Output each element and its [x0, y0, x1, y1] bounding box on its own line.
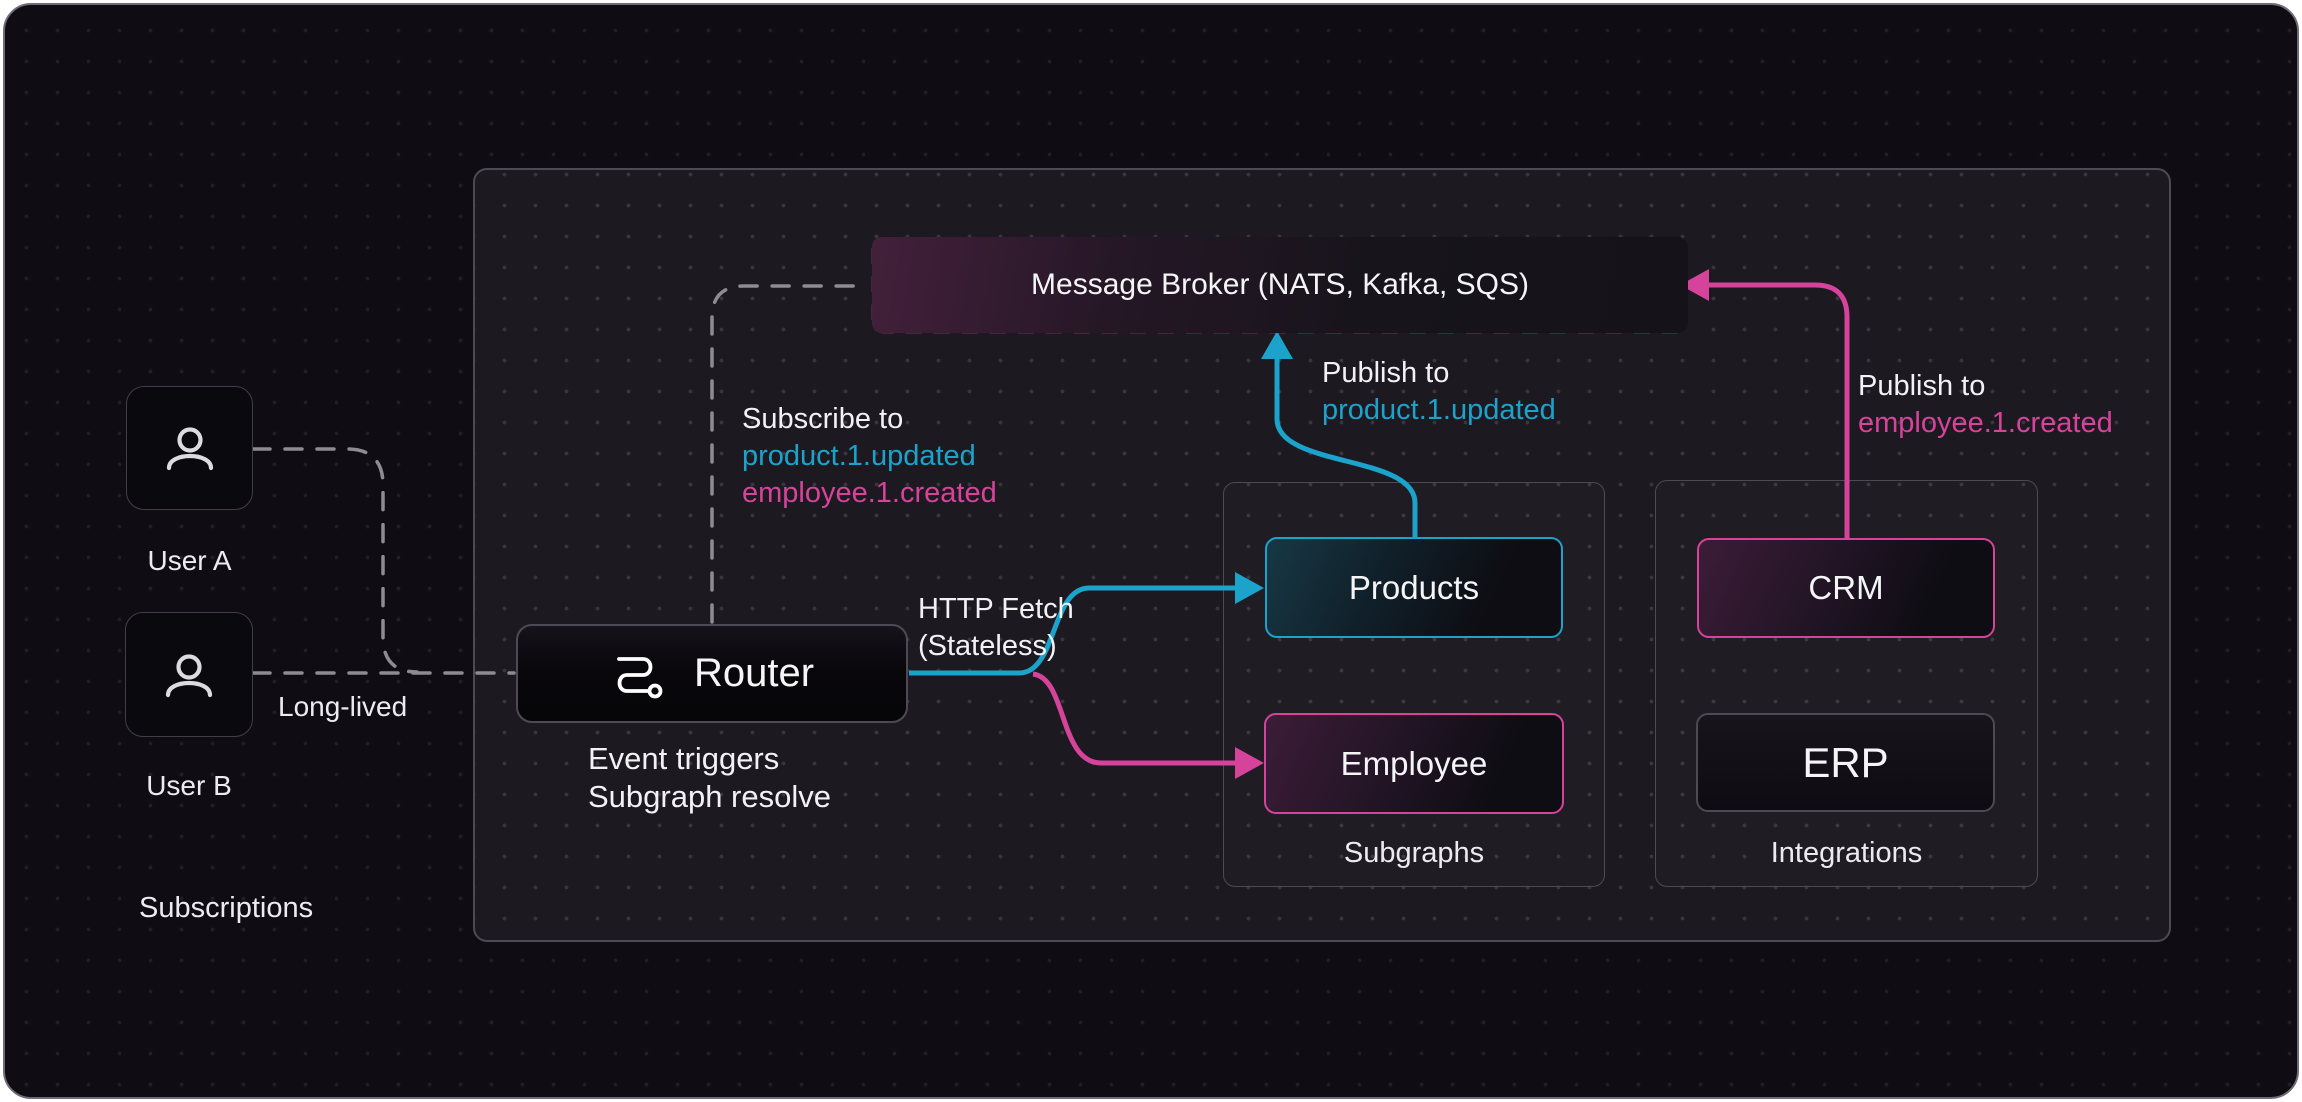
- crm-node: CRM: [1697, 538, 1995, 638]
- publish-employee-line2: employee.1.created: [1858, 407, 2113, 439]
- user-a-node: [126, 386, 253, 510]
- user-b-node: [125, 612, 253, 737]
- http-fetch-line1: HTTP Fetch: [918, 593, 1074, 625]
- integrations-title: Integrations: [1770, 837, 1923, 869]
- subscribe-annotation: Subscribe to product.1.updated employee.…: [742, 401, 997, 512]
- subscribe-line1: Subscribe to: [742, 403, 904, 435]
- employee-node: Employee: [1264, 713, 1564, 814]
- message-broker-node: Message Broker (NATS, Kafka, SQS): [872, 237, 1688, 333]
- route-icon: [610, 648, 666, 700]
- publish-product-line2: product.1.updated: [1322, 394, 1556, 426]
- products-label: Products: [1348, 568, 1480, 606]
- crm-label: CRM: [1808, 569, 1884, 606]
- subscribe-line3: employee.1.created: [742, 477, 997, 509]
- subscribe-line2: product.1.updated: [742, 440, 976, 472]
- products-node: Products: [1265, 537, 1563, 638]
- publish-product-line1: Publish to: [1322, 357, 1450, 389]
- long-lived-label: Long-lived: [278, 691, 408, 722]
- employee-label: Employee: [1340, 744, 1488, 782]
- router-caption: Event triggers Subgraph resolve: [588, 740, 831, 816]
- publish-employee-annotation: Publish to employee.1.created: [1858, 368, 2113, 442]
- router-label: Router: [693, 651, 815, 695]
- publish-employee-line1: Publish to: [1858, 370, 1986, 402]
- user-icon: [126, 613, 252, 736]
- erp-node: ERP: [1696, 713, 1995, 812]
- router-caption-line1: Event triggers: [588, 741, 780, 776]
- publish-product-annotation: Publish to product.1.updated: [1322, 355, 1556, 429]
- arrow-user-a-long-lived: [251, 447, 419, 674]
- http-fetch-annotation: HTTP Fetch (Stateless): [918, 591, 1074, 665]
- user-icon: [127, 387, 252, 509]
- erp-label: ERP: [1802, 738, 1889, 786]
- http-fetch-line2: (Stateless): [918, 630, 1057, 662]
- subscriptions-label: Subscriptions: [139, 892, 314, 924]
- user-b-label: User B: [146, 770, 232, 801]
- router-node: Router: [516, 624, 908, 723]
- message-broker-label: Message Broker (NATS, Kafka, SQS): [1031, 268, 1529, 301]
- user-a-label: User A: [147, 545, 232, 576]
- diagram-frame: Message Broker (NATS, Kafka, SQS) User A…: [3, 3, 2299, 1099]
- router-caption-line2: Subgraph resolve: [588, 779, 831, 814]
- subgraphs-title: Subgraphs: [1343, 837, 1485, 869]
